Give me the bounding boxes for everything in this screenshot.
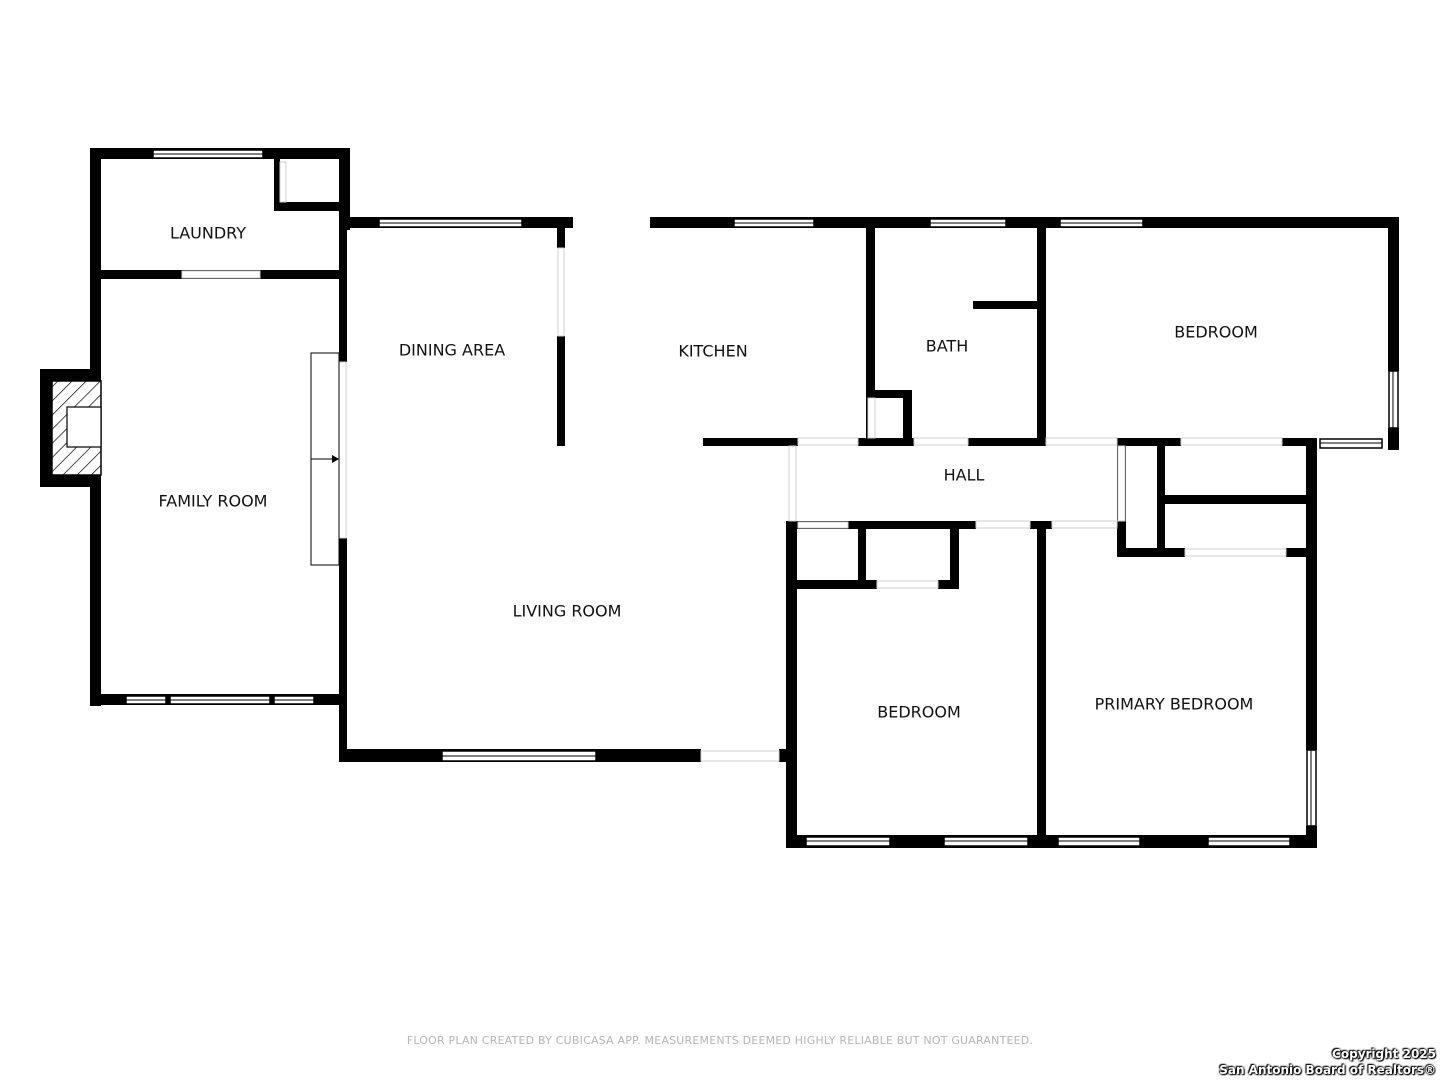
room-label-hall: HALL (944, 466, 985, 485)
room-label-laundry: LAUNDRY (170, 224, 246, 243)
room-label-family-room: FAMILY ROOM (159, 492, 268, 511)
room-labels: LAUNDRY DINING AREA KITCHEN BATH BEDROOM… (159, 224, 1258, 722)
copyright-owner: San Antonio Board of Realtors® (1219, 1063, 1436, 1077)
window-mullions (126, 153, 1394, 842)
room-label-living-room: LIVING ROOM (513, 602, 622, 621)
walls (40, 148, 1399, 848)
disclaimer-text: FLOOR PLAN CREATED BY CUBICASA APP. MEAS… (406, 1034, 1034, 1047)
step-marker (310, 352, 340, 566)
copyright-line: Copyright 2025 (1332, 1047, 1436, 1061)
room-label-bedroom-ne: BEDROOM (1174, 323, 1258, 342)
room-label-primary-bedroom: PRIMARY BEDROOM (1095, 695, 1254, 714)
room-label-kitchen: KITCHEN (678, 342, 747, 361)
room-label-bedroom-s: BEDROOM (877, 703, 961, 722)
copyright-watermark: Copyright 2025 San Antonio Board of Real… (1219, 1046, 1436, 1078)
room-label-dining-area: DINING AREA (399, 341, 505, 360)
fireplace (51, 380, 102, 476)
openings (181, 161, 1287, 762)
room-label-bath: BATH (926, 337, 968, 356)
